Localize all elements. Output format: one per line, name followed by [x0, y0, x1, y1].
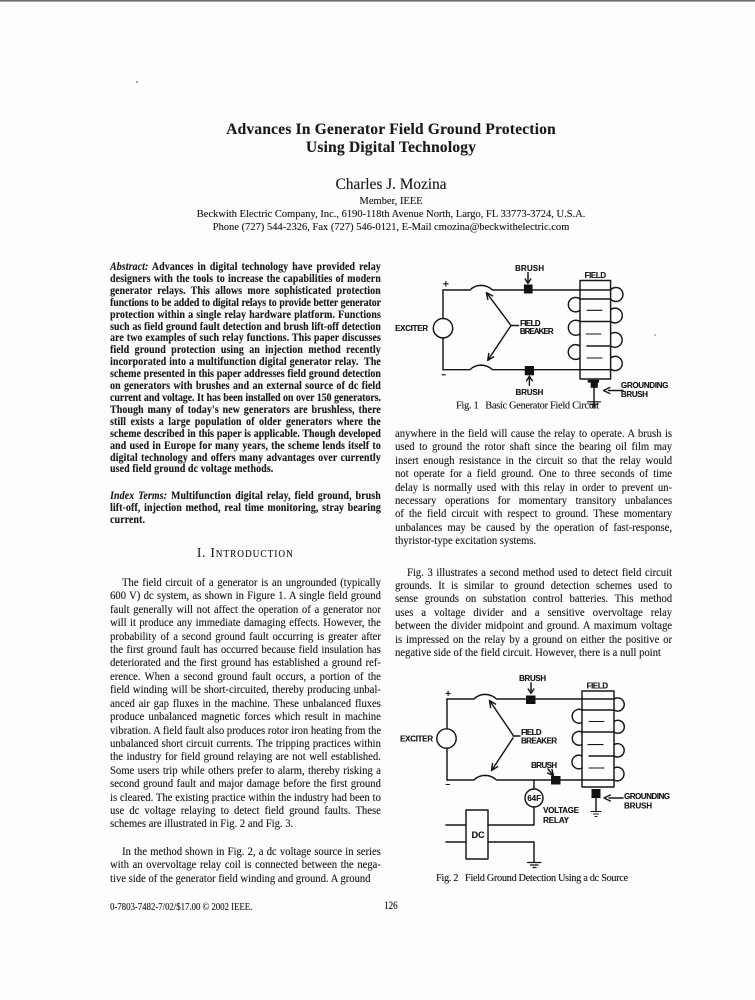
svg-text:FIELD: FIELD [521, 728, 542, 737]
svg-text:FIELD: FIELD [520, 319, 541, 328]
svg-text:FIELD: FIELD [587, 681, 609, 690]
svg-text:BREAKER: BREAKER [521, 737, 557, 746]
svg-text:RELAY: RELAY [543, 816, 570, 825]
svg-text:FIELD: FIELD [585, 271, 607, 280]
svg-text:GROUNDING: GROUNDING [624, 792, 670, 801]
svg-text:64F: 64F [527, 794, 541, 803]
svg-text:BRUSH: BRUSH [515, 264, 544, 273]
svg-text:BRUSH: BRUSH [531, 761, 557, 770]
svg-text:BREAKER: BREAKER [520, 327, 554, 336]
svg-text:Fig. 1 Basic Generator Field: Fig. 1 Basic Generator Field Circuit [456, 400, 599, 411]
svg-text:Fig. 2 Field Ground Detectio: Fig. 2 Field Ground Detection Using a dc… [436, 873, 628, 884]
svg-text:VOLTAGE: VOLTAGE [543, 806, 580, 815]
svg-text:GROUNDING: GROUNDING [621, 381, 669, 390]
svg-text:EXCITER: EXCITER [395, 324, 428, 333]
svg-text:EXCITER: EXCITER [400, 734, 433, 743]
svg-text:BRUSH: BRUSH [519, 674, 546, 683]
svg-text:BRUSH: BRUSH [624, 802, 652, 811]
svg-text:DC: DC [472, 830, 485, 840]
svg-text:BRUSH: BRUSH [621, 390, 648, 399]
svg-text:BRUSH: BRUSH [516, 388, 544, 397]
